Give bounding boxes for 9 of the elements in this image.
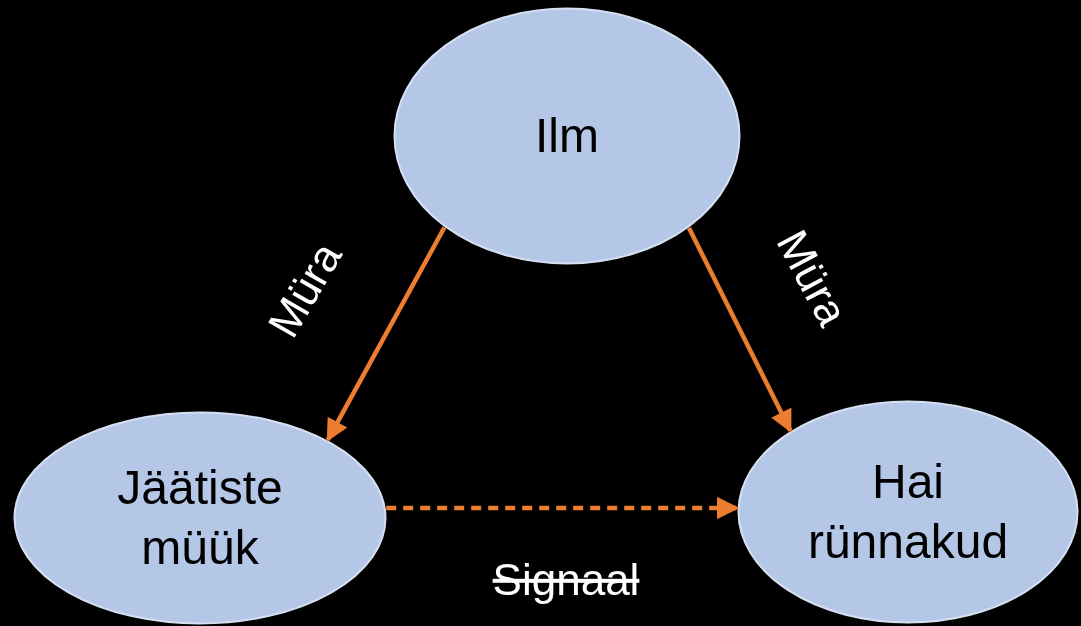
node-label: Ilm xyxy=(535,108,599,164)
arrow xyxy=(325,226,447,442)
ellipse-node xyxy=(393,7,741,265)
arrow xyxy=(687,226,793,433)
arrow xyxy=(386,496,740,520)
ellipse-node xyxy=(13,411,387,625)
node-label: Jäätiste müük xyxy=(116,460,284,576)
ellipse-node xyxy=(737,400,1079,624)
node-label: Hai rünnakud xyxy=(806,454,1010,570)
